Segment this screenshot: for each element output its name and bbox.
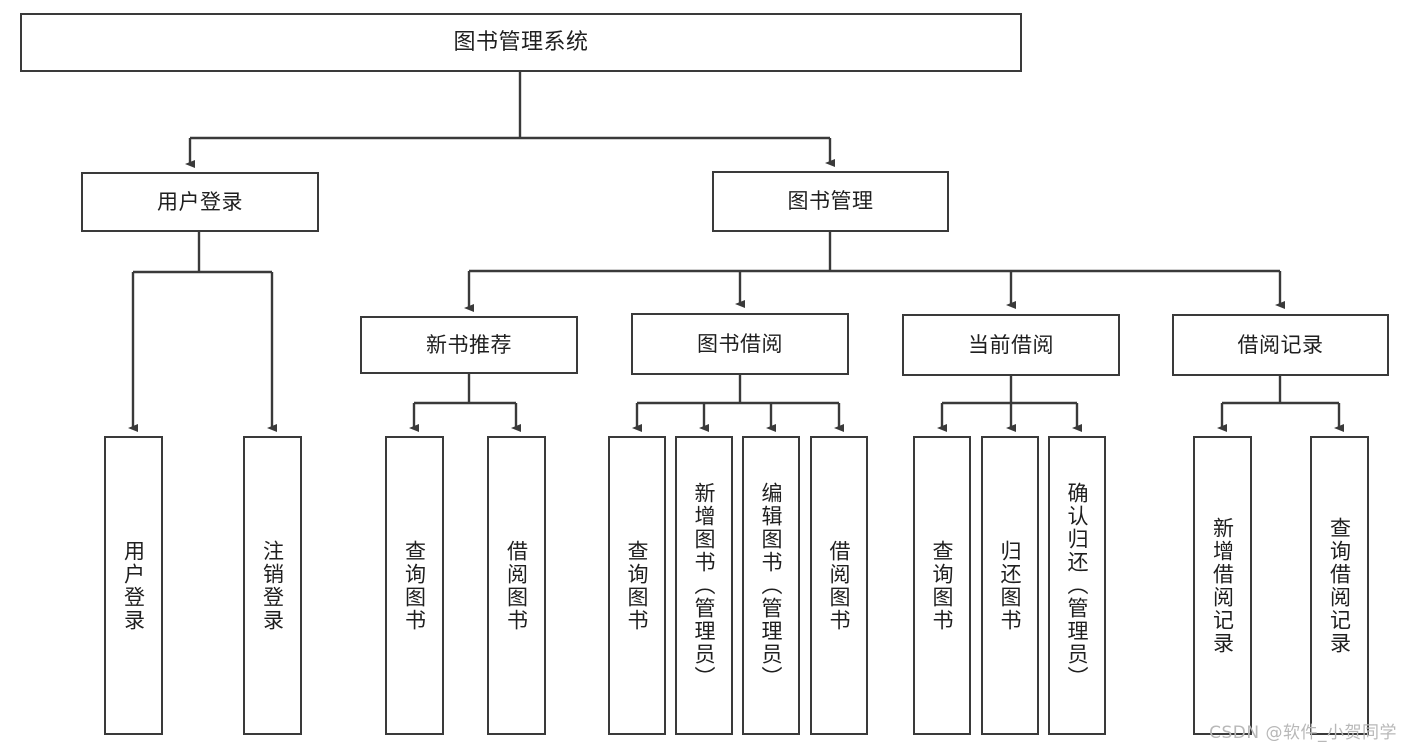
node-current-borrowing[interactable]: 当前借阅 — [902, 314, 1120, 376]
leaf-user-login-2[interactable]: 注销登录 — [243, 436, 302, 735]
node-user-login[interactable]: 用户登录 — [81, 172, 319, 232]
node-label: 注销登录 — [260, 539, 285, 632]
node-label: 当前借阅 — [968, 332, 1054, 357]
node-label: 查询图书 — [930, 539, 955, 632]
node-book-borrowing[interactable]: 图书借阅 — [631, 313, 849, 375]
leaf-current-borrowing-2[interactable]: 归还图书 — [981, 436, 1039, 735]
csdn-watermark: CSDN @软件_小贺同学 — [1209, 723, 1397, 743]
node-new-book-recommendation[interactable]: 新书推荐 — [360, 316, 578, 374]
leaf-borrow-records-1[interactable]: 新增借阅记录 — [1193, 436, 1252, 735]
node-label: 图书管理系统 — [453, 29, 589, 55]
leaf-new-book-recommendation-2[interactable]: 借阅图书 — [487, 436, 546, 735]
leaf-user-login-1[interactable]: 用户登录 — [104, 436, 163, 735]
leaf-current-borrowing-1[interactable]: 查询图书 — [913, 436, 971, 735]
node-root-book-management-system[interactable]: 图书管理系统 — [20, 13, 1022, 72]
node-label: 查询图书 — [402, 539, 427, 632]
node-label: 用户登录 — [157, 189, 243, 214]
node-label: 确认归还（管理员） — [1065, 482, 1090, 689]
node-label: 查询借阅记录 — [1327, 516, 1352, 655]
leaf-new-book-recommendation-1[interactable]: 查询图书 — [385, 436, 444, 735]
leaf-book-borrowing-4[interactable]: 借阅图书 — [810, 436, 868, 735]
node-label: 归还图书 — [998, 539, 1023, 632]
node-label: 图书管理 — [787, 189, 874, 214]
node-label: 新书推荐 — [426, 332, 512, 357]
leaf-book-borrowing-3[interactable]: 编辑图书（管理员） — [742, 436, 800, 735]
node-label: 编辑图书（管理员） — [759, 482, 784, 689]
node-label: 图书借阅 — [697, 331, 783, 356]
node-label: 用户登录 — [121, 539, 146, 632]
node-label: 借阅图书 — [827, 539, 852, 632]
leaf-book-borrowing-1[interactable]: 查询图书 — [608, 436, 666, 735]
node-borrow-records[interactable]: 借阅记录 — [1172, 314, 1389, 376]
leaf-current-borrowing-3[interactable]: 确认归还（管理员） — [1048, 436, 1106, 735]
leaf-borrow-records-2[interactable]: 查询借阅记录 — [1310, 436, 1369, 735]
node-label: 查询图书 — [625, 539, 650, 632]
node-label: 新增图书（管理员） — [692, 482, 717, 689]
node-book-management[interactable]: 图书管理 — [712, 171, 949, 232]
node-label: 借阅图书 — [504, 539, 529, 632]
node-label: 借阅记录 — [1237, 332, 1324, 357]
leaf-book-borrowing-2[interactable]: 新增图书（管理员） — [675, 436, 733, 735]
node-label: 新增借阅记录 — [1210, 516, 1235, 655]
